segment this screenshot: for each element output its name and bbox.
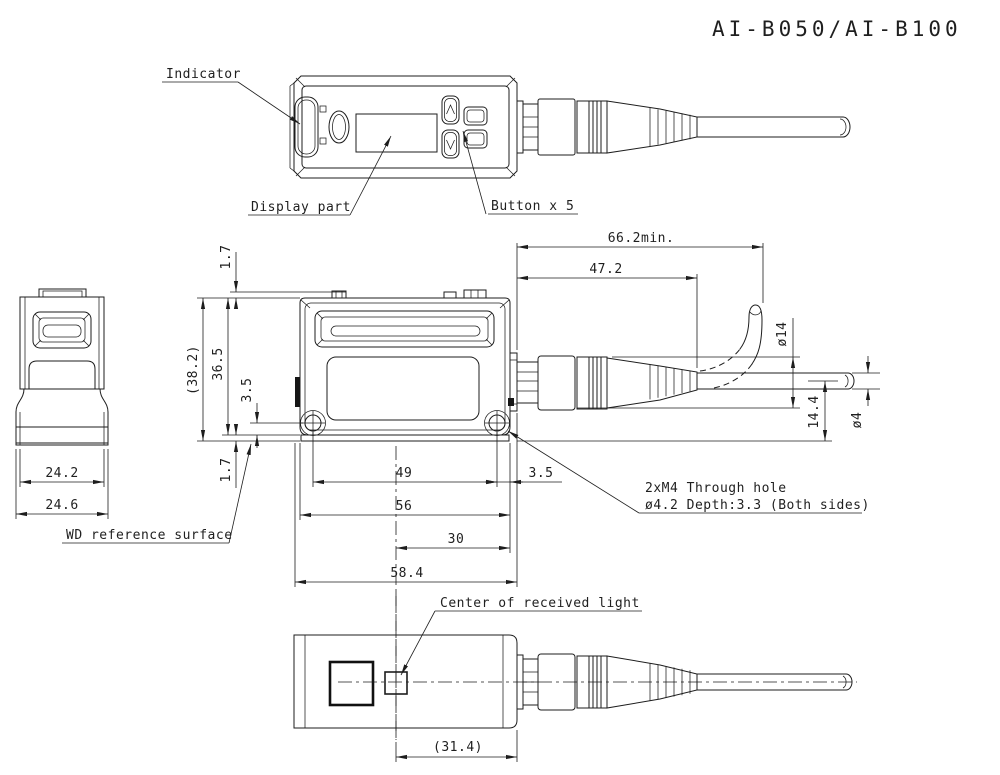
front-view (295, 289, 855, 442)
dim-47-2: 47.2 (589, 262, 622, 277)
callout-wd-reference: WD reference surface (62, 443, 252, 544)
lens-aperture (328, 660, 375, 707)
dim-30: 30 (448, 532, 465, 547)
display-part-label: Display part (251, 200, 351, 215)
through-hole-label-line1: 2xM4 Through hole (645, 481, 787, 496)
dim-3-5-horizontal: 3.5 (529, 466, 554, 481)
dim-24-2: 24.2 (45, 466, 78, 481)
cable-bent-position (699, 304, 763, 389)
button-down (441, 129, 460, 159)
front-label-area (326, 356, 480, 421)
side-raised-part (28, 360, 96, 390)
connector-top-view (516, 98, 851, 156)
dim-24-6: 24.6 (45, 498, 78, 513)
callout-received-light: Center of received light (400, 596, 642, 676)
button-right-top (463, 106, 488, 126)
dim-36-5: 36.5 (211, 347, 226, 380)
indicator-label: Indicator (166, 67, 241, 82)
bottom-view (293, 592, 857, 740)
dims-front-below: 49 3.5 56 30 58.4 (294, 413, 562, 740)
front-bottom-foot (300, 434, 510, 442)
connector-bottom-view (516, 653, 853, 711)
mounting-hole-right (484, 410, 510, 436)
dim-1-7-top: 1.7 (219, 245, 234, 270)
dim-14-4: 14.4 (807, 395, 822, 428)
top-detail-dot (319, 105, 327, 113)
top-view (289, 75, 851, 179)
dim-58-4: 58.4 (390, 566, 423, 581)
front-lens-window (314, 310, 495, 348)
dim-56: 56 (396, 499, 413, 514)
callout-buttons: Button x 5 (462, 130, 578, 215)
indicator-lamp (294, 96, 319, 158)
dims-side-view: 24.2 24.6 (15, 449, 109, 519)
wd-reference-label: WD reference surface (66, 528, 233, 543)
received-light-label: Center of received light (440, 596, 640, 611)
mounting-hole-left (300, 410, 326, 436)
side-view (15, 288, 109, 446)
callout-indicator: Indicator (162, 67, 301, 125)
callout-through-hole: 2xM4 Through hole ø4.2 Depth:3.3 (Both s… (507, 430, 870, 514)
dim-66-2-min: 66.2min. (608, 231, 675, 246)
indicator-oval (328, 110, 350, 144)
wd-reference-strip (295, 377, 300, 407)
dim-dia-4: ø4 (850, 412, 865, 429)
button-up (441, 95, 460, 125)
dim-31-4: (31.4) (433, 740, 483, 755)
cable-bottom-view (696, 673, 853, 691)
dim-49: 49 (396, 466, 413, 481)
side-top-tab (38, 288, 87, 298)
buttons-label: Button x 5 (491, 199, 574, 214)
drawing-title: AI-B050/AI-B100 (712, 17, 962, 41)
through-hole-label-line2: ø4.2 Depth:3.3 (Both sides) (645, 498, 870, 513)
dim-1-7-bottom: 1.7 (219, 458, 234, 483)
dims-cable: 66.2min. 47.2 ø14 14.4 ø4 (516, 231, 880, 442)
dim-3-5-vertical: 3.5 (240, 378, 255, 403)
side-flare-left (15, 388, 25, 446)
cable-front-view (696, 372, 855, 390)
front-top-tabs (331, 289, 487, 299)
dim-38-2: (38.2) (186, 345, 201, 395)
callout-display-part: Display part (248, 135, 392, 216)
display-window (355, 113, 438, 153)
dim-dia-14: ø14 (775, 322, 790, 347)
connector-front-view (508, 304, 855, 412)
dims-front-left: (38.2) 36.5 1.7 1.7 3.5 (186, 245, 346, 488)
side-window (32, 311, 92, 349)
cable-top-view (696, 116, 851, 138)
side-flare-right (99, 388, 109, 446)
top-detail-dot (319, 137, 327, 145)
top-face (301, 85, 510, 169)
button-right-bottom (463, 129, 488, 149)
dims-bottom-view: (31.4) (395, 730, 518, 762)
